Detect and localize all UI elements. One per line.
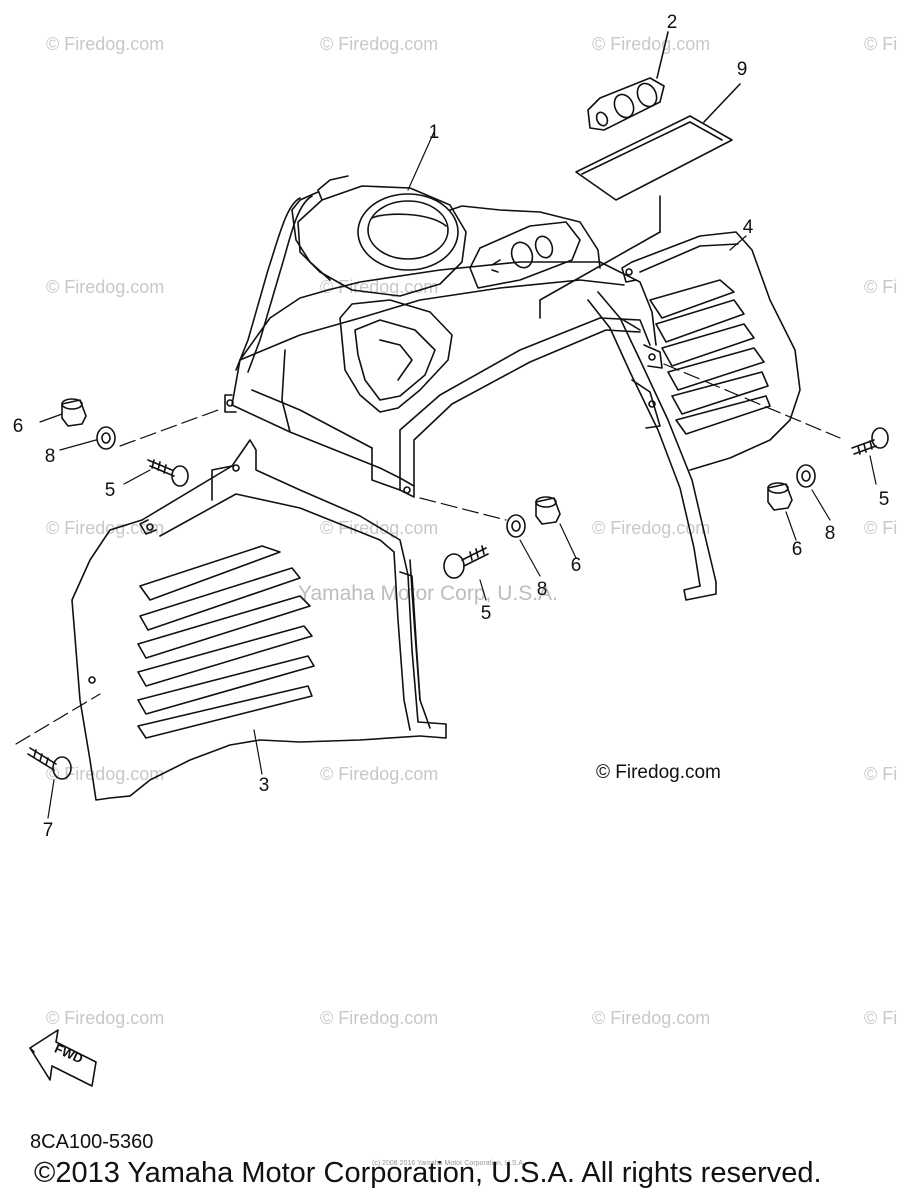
- bolt-part-5-left: [148, 460, 188, 486]
- left-fender-part-3: [72, 440, 446, 800]
- bolt-part-5-right: [852, 428, 888, 454]
- nut-part-6-right: [768, 483, 792, 510]
- callout-6-center: 6: [570, 555, 582, 576]
- right-fender-part-4: [588, 232, 800, 600]
- watermark: © Firedog.com: [320, 34, 439, 54]
- gasket-part-2: [588, 32, 668, 130]
- watermark: © Fi: [864, 518, 898, 538]
- firedog-credit: © Firedog.com: [596, 762, 721, 783]
- watermark: © Firedog.com: [320, 1008, 439, 1028]
- watermark: © Firedog.com: [320, 764, 439, 784]
- nut-part-6-left: [62, 399, 86, 426]
- diagram-part-number: 8CA100-5360: [30, 1131, 154, 1153]
- callout-8-right: 8: [824, 523, 836, 544]
- callout-8-left: 8: [44, 446, 56, 467]
- callout-6-right: 6: [791, 539, 803, 560]
- watermark: © Firedog.com: [46, 34, 165, 54]
- watermark: © Fi: [864, 764, 898, 784]
- callout-1: 1: [428, 122, 440, 143]
- callout-5-right: 5: [878, 489, 890, 510]
- watermark: © Firedog.com: [320, 277, 439, 297]
- callout-3: 3: [258, 775, 270, 796]
- bolt-part-7: [28, 748, 71, 779]
- callout-2: 2: [666, 12, 678, 33]
- watermark: © Firedog.com: [592, 518, 711, 538]
- center-watermark: Yamaha Motor Corp, U.S.A.: [298, 582, 558, 605]
- watermark: © Firedog.com: [46, 277, 165, 297]
- washer-part-8-left: [97, 427, 115, 449]
- watermark: © Firedog.com: [592, 1008, 711, 1028]
- lens-plate-part-9: [540, 84, 740, 318]
- callout-5-left: 5: [104, 480, 116, 501]
- watermark: © Firedog.com: [46, 764, 165, 784]
- fine-print-note: (c) 2008 2016 Yamaha Motor Corporation, …: [372, 1160, 526, 1167]
- callout-6-left: 6: [12, 416, 24, 437]
- watermark: © Fi: [864, 1008, 898, 1028]
- watermark: © Fi: [864, 34, 898, 54]
- callout-8-center: 8: [536, 579, 548, 600]
- washer-part-8-right: [797, 465, 815, 487]
- watermark: © Fi: [864, 277, 898, 297]
- callout-9: 9: [736, 59, 748, 80]
- nut-part-6-center: [536, 497, 560, 524]
- leader-lines: [16, 132, 876, 818]
- washer-part-8-center: [507, 515, 525, 537]
- callout-7: 7: [42, 820, 54, 841]
- watermark: © Firedog.com: [46, 1008, 165, 1028]
- watermark: © Firedog.com: [592, 34, 711, 54]
- copyright-notice: ©2013 Yamaha Motor Corporation, U.S.A. A…: [34, 1157, 822, 1189]
- callout-5-center: 5: [480, 603, 492, 624]
- front-cover-part-1: [225, 176, 662, 497]
- callout-4: 4: [742, 217, 754, 238]
- fwd-arrow-icon: [30, 1030, 96, 1086]
- bolt-part-5-center: [444, 546, 488, 578]
